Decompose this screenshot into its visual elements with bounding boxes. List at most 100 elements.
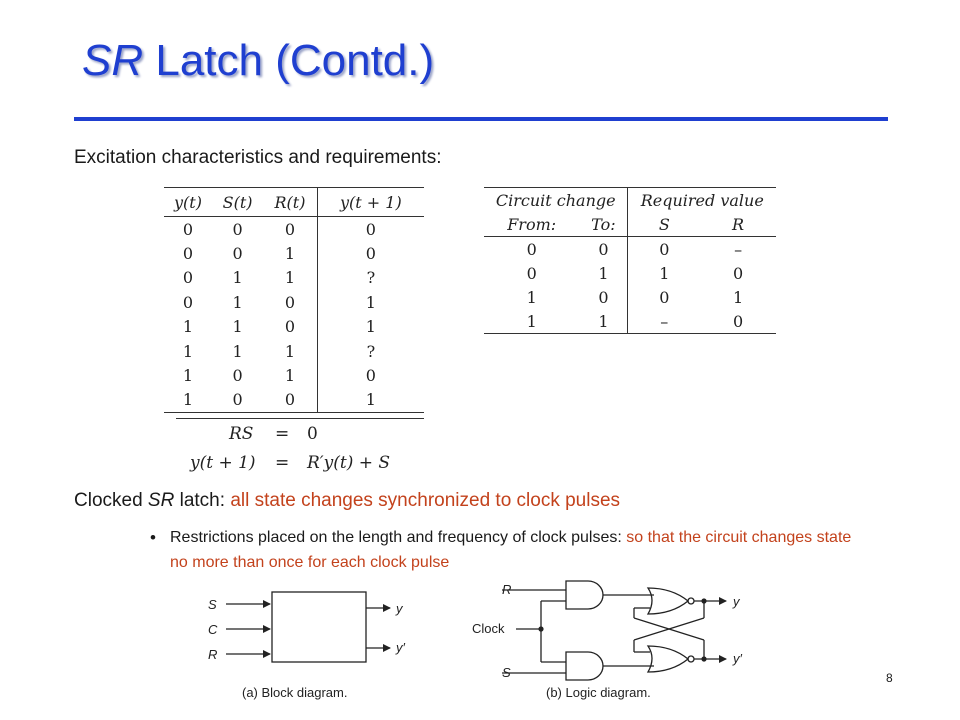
- clocked-prefix: Clocked: [74, 490, 148, 511]
- block-label-ybar: y′: [395, 640, 406, 655]
- clocked-mid: latch:: [174, 490, 231, 511]
- cell: 0: [598, 239, 609, 259]
- equation-divider: [176, 418, 424, 419]
- nor-gate-bottom: [646, 645, 690, 673]
- clock-junction-dot: [538, 626, 544, 632]
- cell: 1: [232, 268, 243, 288]
- block-label-c: C: [208, 622, 218, 637]
- equation-2-op: =: [275, 453, 290, 473]
- char-header-yt: y(t): [164, 187, 212, 217]
- cell: 1: [284, 268, 296, 288]
- cell: ?: [316, 265, 424, 291]
- char-header-rt: R(t): [263, 187, 318, 217]
- logic-label-r: R: [502, 582, 511, 597]
- cell: 0: [316, 363, 424, 388]
- intro-text: Excitation characteristics and requireme…: [74, 147, 442, 168]
- bullet-text: Restrictions placed on the length and fr…: [170, 525, 870, 575]
- page-number: 8: [886, 671, 893, 685]
- cell: 1: [598, 263, 609, 283]
- title-italic: SR: [82, 36, 144, 85]
- latch-block: [271, 591, 367, 663]
- cell: 0: [182, 292, 194, 312]
- cell: 1: [526, 287, 537, 307]
- logic-label-s: S: [502, 665, 511, 680]
- cell: 0: [232, 366, 243, 386]
- logic-label-y: y: [732, 594, 741, 609]
- cell: 0: [182, 268, 194, 288]
- bullet-marker: •: [150, 528, 156, 547]
- logic-label-clock: Clock: [472, 621, 505, 636]
- slide-title: SR Latch (Contd.): [82, 36, 434, 86]
- cell: 1: [316, 290, 424, 315]
- block-caption: (a) Block diagram.: [242, 685, 347, 700]
- and-gate-bottom: [565, 651, 604, 681]
- nor-gate-top: [646, 587, 690, 615]
- clocked-latch-text: Clocked SR latch: all state changes sync…: [74, 490, 620, 512]
- cell: 0: [627, 236, 701, 261]
- ybar-junction-dot: [701, 656, 707, 662]
- equation-2-lhs: y(t + 1): [190, 453, 256, 473]
- cell: 1: [284, 366, 296, 386]
- title-rest: Latch (Contd.): [143, 36, 435, 85]
- cell: 1: [182, 341, 194, 361]
- cell: 0: [316, 241, 424, 266]
- logic-label-ybar: y′: [732, 651, 743, 666]
- cell: 1: [232, 292, 243, 312]
- block-label-s: S: [208, 597, 217, 612]
- block-label-y: y: [395, 601, 404, 616]
- cell: 1: [316, 314, 424, 339]
- clocked-italic: SR: [147, 490, 175, 511]
- cell: 1: [182, 317, 194, 337]
- cell: 0: [232, 219, 243, 239]
- cell: 1: [284, 341, 296, 361]
- cell: –: [627, 309, 701, 334]
- req-header-r: R: [700, 212, 776, 237]
- block-label-r: R: [208, 647, 217, 662]
- cell: 0: [232, 390, 243, 410]
- equation-1-op: =: [275, 424, 290, 444]
- cell: 0: [284, 390, 296, 410]
- cell: 1: [182, 366, 194, 386]
- cell: 0: [598, 287, 609, 307]
- cell: 0: [526, 239, 537, 259]
- bullet-highlight: so that the circuit changes state no mor…: [170, 529, 852, 571]
- feedback-ybar-cross: [633, 617, 705, 641]
- bullet-lead: Restrictions placed on the length and fr…: [170, 529, 627, 546]
- cell: 1: [284, 244, 296, 264]
- req-header-to: To:: [579, 212, 628, 237]
- logic-caption: (b) Logic diagram.: [546, 685, 651, 700]
- req-group-circuit-change: Circuit change: [495, 190, 616, 210]
- cell: 0: [182, 219, 194, 239]
- block-diagram: [226, 591, 391, 663]
- req-header-from: From:: [484, 212, 580, 237]
- cell: 1: [232, 341, 243, 361]
- clocked-highlight: all state changes synchronized to clock …: [230, 490, 621, 511]
- and-gate-top: [565, 580, 604, 610]
- cell: 1: [232, 317, 243, 337]
- req-header-s: S: [627, 212, 701, 237]
- cell: 0: [732, 311, 744, 331]
- cell: 1: [598, 311, 609, 331]
- char-header-yt1: y(t + 1): [316, 187, 424, 217]
- cell: 1: [627, 261, 701, 285]
- cell: 0: [316, 216, 424, 242]
- table-row: 0 1 1?: [164, 265, 424, 291]
- cell: 0: [284, 292, 296, 312]
- cell: 0: [627, 285, 701, 309]
- y-junction-dot: [701, 598, 707, 604]
- char-header-st: S(t): [211, 187, 264, 217]
- cell: 1: [316, 387, 424, 413]
- cell: 0: [732, 263, 744, 283]
- cell: 0: [526, 263, 537, 283]
- requirement-table: Circuit change Required value From: To: …: [484, 187, 776, 334]
